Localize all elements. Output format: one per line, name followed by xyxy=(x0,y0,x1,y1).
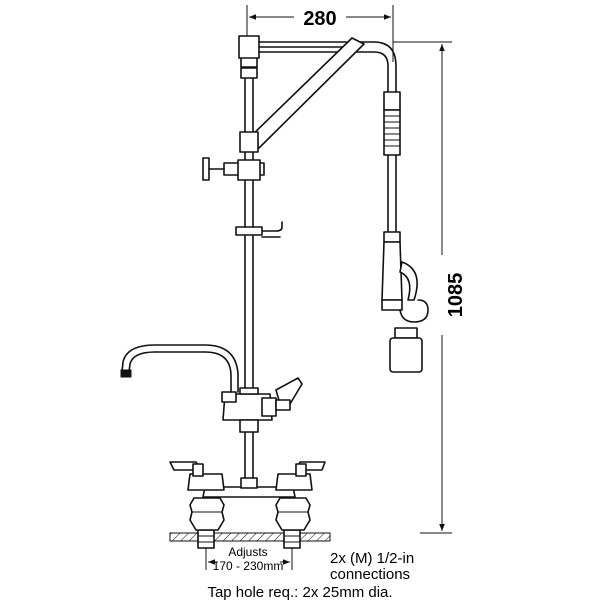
spray-head xyxy=(389,337,423,373)
height-dimension-label: 1085 xyxy=(445,273,467,318)
spray-trigger xyxy=(399,261,418,301)
tap-hole-label: Tap hole req.: 2x 25mm dia. xyxy=(207,584,392,600)
width-dimension-label: 280 xyxy=(303,8,336,30)
adjust-dimension: Adjusts 170 - 230mm xyxy=(205,545,293,573)
spout-assembly xyxy=(120,344,303,433)
overhead-arm xyxy=(239,37,401,236)
spray-valve xyxy=(381,231,429,373)
connections-sub-label: connections xyxy=(330,566,410,583)
hook-bracket xyxy=(235,221,283,238)
height-dimension: 1085 xyxy=(393,41,467,534)
connections-label: 2x (M) 1/2-in xyxy=(330,550,414,567)
wall-bracket xyxy=(202,157,265,181)
width-dimension: 280 xyxy=(246,5,394,62)
adjusts-label: Adjusts xyxy=(228,545,267,559)
deck-mount-body xyxy=(169,461,326,531)
spring-coil xyxy=(383,109,401,156)
adjusts-range-label: 170 - 230mm xyxy=(213,559,284,573)
